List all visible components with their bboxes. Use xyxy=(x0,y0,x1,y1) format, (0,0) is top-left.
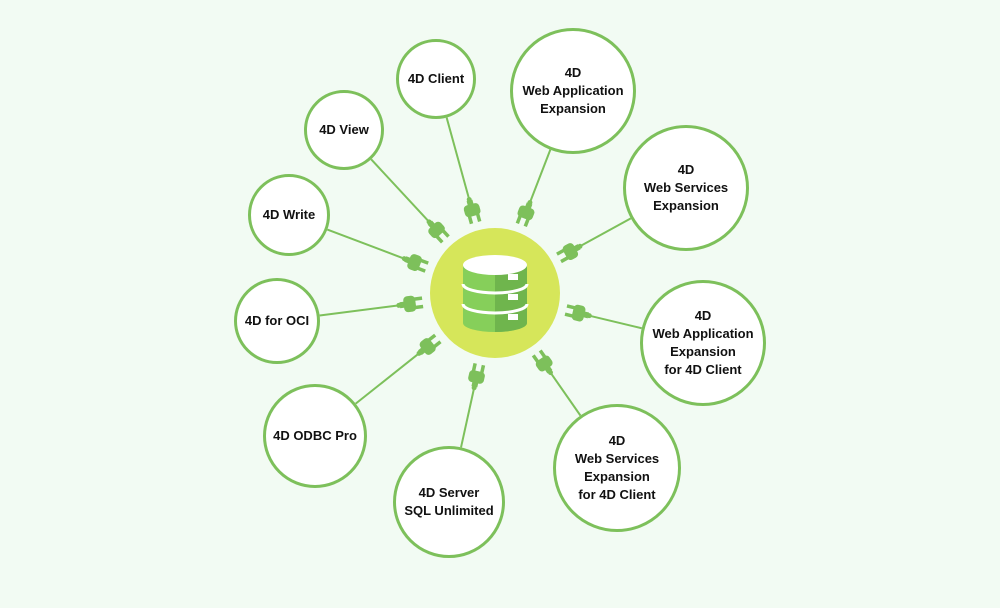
database-icon xyxy=(461,255,529,332)
connector-line xyxy=(319,304,399,317)
connector-line xyxy=(549,372,582,417)
node-4d-odbc-pro: 4D ODBC Pro xyxy=(263,384,367,488)
plug-icon xyxy=(396,295,424,313)
plug-icon xyxy=(426,219,450,244)
node-4d-for-oci: 4D for OCI xyxy=(234,278,320,364)
node-4d-web-services-expansion: 4D Web Services Expansion xyxy=(623,125,749,251)
node-4d-web-services-expansion-client: 4D Web Services Expansion for 4D Client xyxy=(553,404,681,532)
node-label: 4D for OCI xyxy=(244,313,310,328)
node-label: 4D Client xyxy=(407,71,465,86)
node-label: 4D Web Services Expansion xyxy=(643,162,729,213)
connector-line xyxy=(579,217,632,248)
node-label: 4D Web Application Expansion for 4D Clie… xyxy=(652,308,754,377)
node-4d-web-app-expansion: 4D Web Application Expansion xyxy=(510,28,636,154)
plug-icon xyxy=(416,333,442,356)
node-label: 4D ODBC Pro xyxy=(273,428,357,443)
plug-icon xyxy=(463,196,482,225)
connector-line xyxy=(529,149,552,203)
plug-icon xyxy=(401,254,429,273)
connector-line xyxy=(355,352,420,405)
node-4d-web-app-expansion-client: 4D Web Application Expansion for 4D Clie… xyxy=(640,280,766,406)
plug-icon xyxy=(468,363,486,391)
connector-line xyxy=(589,314,642,330)
node-label: 4D Write xyxy=(262,207,316,222)
node-label: 4D View xyxy=(319,122,369,137)
connector-line xyxy=(326,228,405,260)
node-label: 4D Web Application Expansion xyxy=(522,65,624,116)
plug-icon xyxy=(531,349,553,376)
node-4d-view: 4D View xyxy=(304,90,384,170)
node-4d-server-sql: 4D Server SQL Unlimited xyxy=(393,446,505,558)
connector-line xyxy=(445,117,471,200)
node-4d-write: 4D Write xyxy=(248,174,330,256)
connector-line xyxy=(460,387,476,448)
plug-icon xyxy=(515,200,535,228)
node-label: 4D Web Services Expansion for 4D Client xyxy=(574,433,660,502)
node-label: 4D Server SQL Unlimited xyxy=(404,485,494,518)
plug-icon xyxy=(564,304,592,322)
plug-icon xyxy=(556,243,583,264)
connector-line xyxy=(370,158,430,223)
node-4d-client: 4D Client xyxy=(396,39,476,119)
